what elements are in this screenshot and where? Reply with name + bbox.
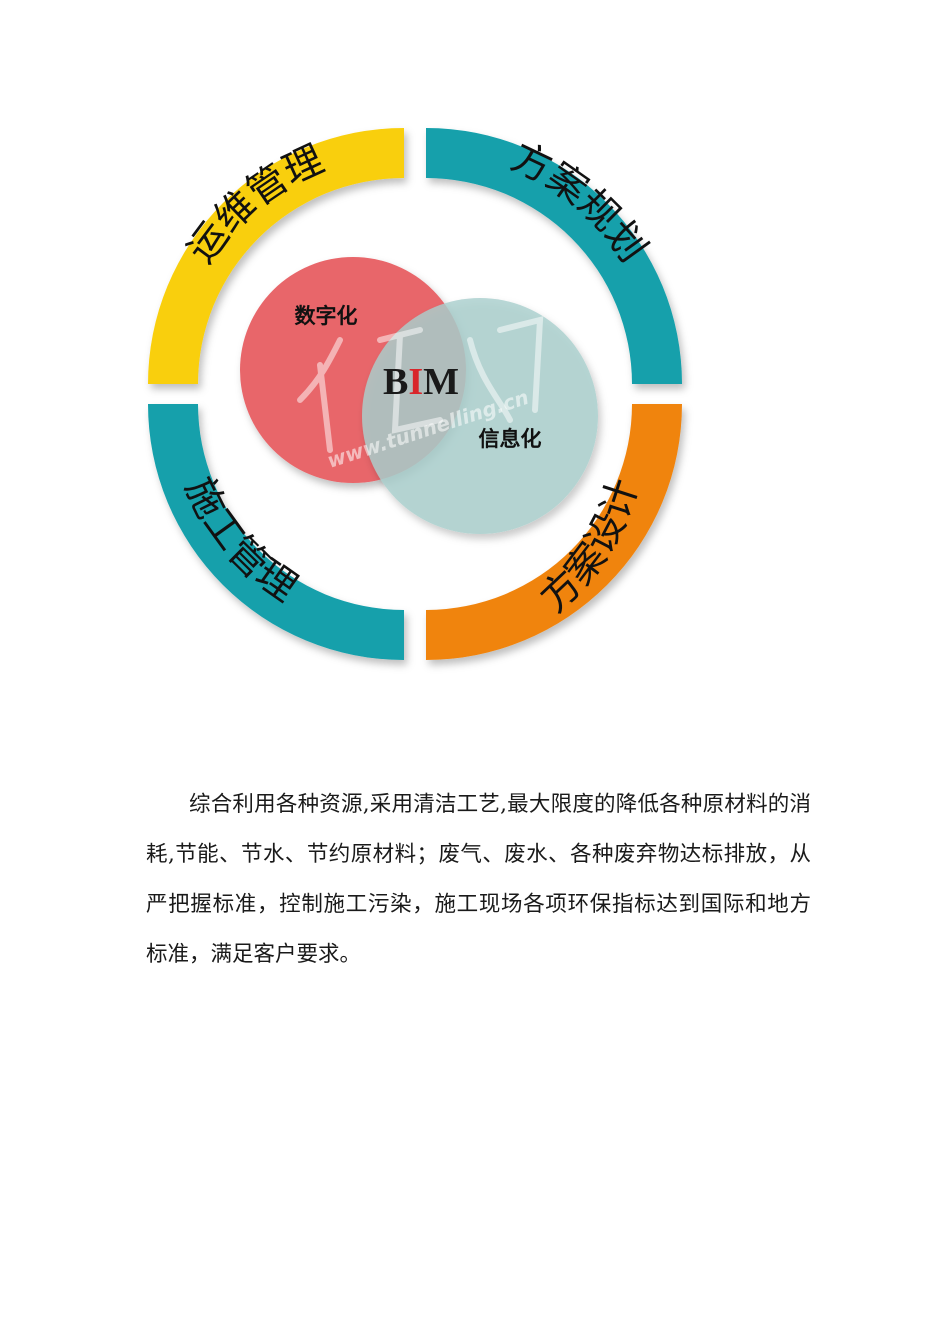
bim-letter-m: M [423, 361, 459, 403]
bim-letter-i: I [408, 361, 423, 403]
ring-segment-teal-top [426, 128, 682, 384]
bim-center-label: BIM [383, 361, 459, 403]
body-paragraph: 综合利用各种资源,采用清洁工艺,最大限度的降低各种原材料的消耗,节能、节水、节约… [146, 792, 811, 967]
ring-segment-yellow [148, 128, 404, 384]
circle-label-digital: 数字化 [295, 304, 358, 328]
segment-label-yunwei: 运维管理 [179, 137, 331, 271]
watermark [297, 316, 544, 453]
bim-letter-b: B [383, 361, 408, 403]
bim-diagram: 运维管理 方案规划 方案设计 施工管理 www.tunnelling.cn 数字… [148, 128, 682, 660]
ring-segment-teal-bottom [148, 404, 404, 660]
ring-segment-orange [426, 404, 682, 660]
circle-label-information: 信息化 [479, 427, 542, 451]
